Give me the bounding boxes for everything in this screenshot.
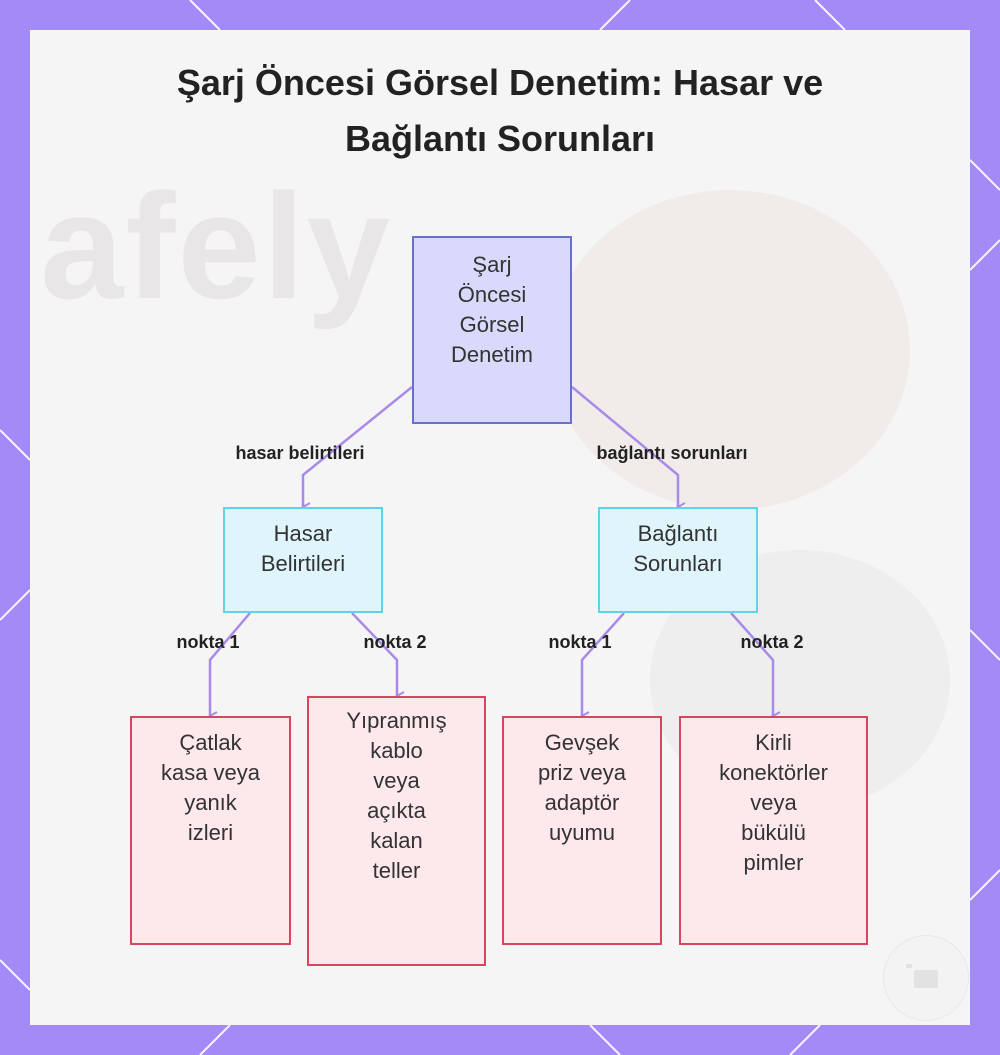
node-leaf-cracked-case: Çatlak kasa veya yanık izleri — [130, 716, 291, 945]
page-title: Şarj Öncesi Görsel Denetim: Hasar ve Bağ… — [0, 55, 1000, 167]
node-leaf-worn-cable-label: Yıpranmış kablo veya açıkta kalan teller — [346, 708, 447, 883]
edge-root-connection — [571, 386, 678, 507]
background-blob — [550, 190, 910, 510]
watermark-text: afely — [40, 162, 392, 330]
edge-root-damage — [303, 386, 413, 507]
edge-label-connection-point-1: nokta 1 — [548, 632, 612, 652]
node-leaf-loose-socket: Gevşek priz veya adaptör uyumu — [502, 716, 662, 945]
title-line-1: Şarj Öncesi Görsel Denetim: Hasar ve — [176, 62, 824, 103]
edge-damage-leaf1 — [210, 612, 251, 716]
edge-connection-leaf4 — [730, 612, 773, 716]
node-leaf-dirty-connectors: Kirli konektörler veya bükülü pimler — [679, 716, 868, 945]
node-leaf-loose-socket-label: Gevşek priz veya adaptör uyumu — [537, 730, 627, 845]
cart-icon — [906, 964, 938, 988]
edge-label-connection: bağlantı sorunları — [596, 443, 748, 463]
node-leaf-worn-cable: Yıpranmış kablo veya açıkta kalan teller — [307, 696, 486, 966]
node-damage-signs-label: Hasar Belirtileri — [260, 521, 346, 576]
edge-label-damage-point-1: nokta 1 — [176, 632, 240, 652]
node-leaf-dirty-connectors-label: Kirli konektörler veya bükülü pimler — [719, 730, 828, 875]
edge-label-damage-point-2: nokta 2 — [363, 632, 427, 652]
edge-label-damage: hasar belirtileri — [235, 443, 365, 463]
node-damage-signs: Hasar Belirtileri — [223, 507, 383, 613]
brand-logo-icon — [883, 935, 969, 1021]
node-connection-issues-label: Bağlantı Sorunları — [633, 521, 723, 576]
edge-connection-leaf3 — [582, 612, 625, 716]
node-root-label: Şarj Öncesi Görsel Denetim — [451, 252, 533, 367]
node-root: Şarj Öncesi Görsel Denetim — [412, 236, 572, 424]
title-line-2: Bağlantı Sorunları — [344, 118, 656, 159]
edge-label-connection-point-2: nokta 2 — [740, 632, 804, 652]
edge-damage-leaf2 — [351, 612, 397, 696]
node-connection-issues: Bağlantı Sorunları — [598, 507, 758, 613]
node-leaf-cracked-case-label: Çatlak kasa veya yanık izleri — [160, 730, 261, 845]
